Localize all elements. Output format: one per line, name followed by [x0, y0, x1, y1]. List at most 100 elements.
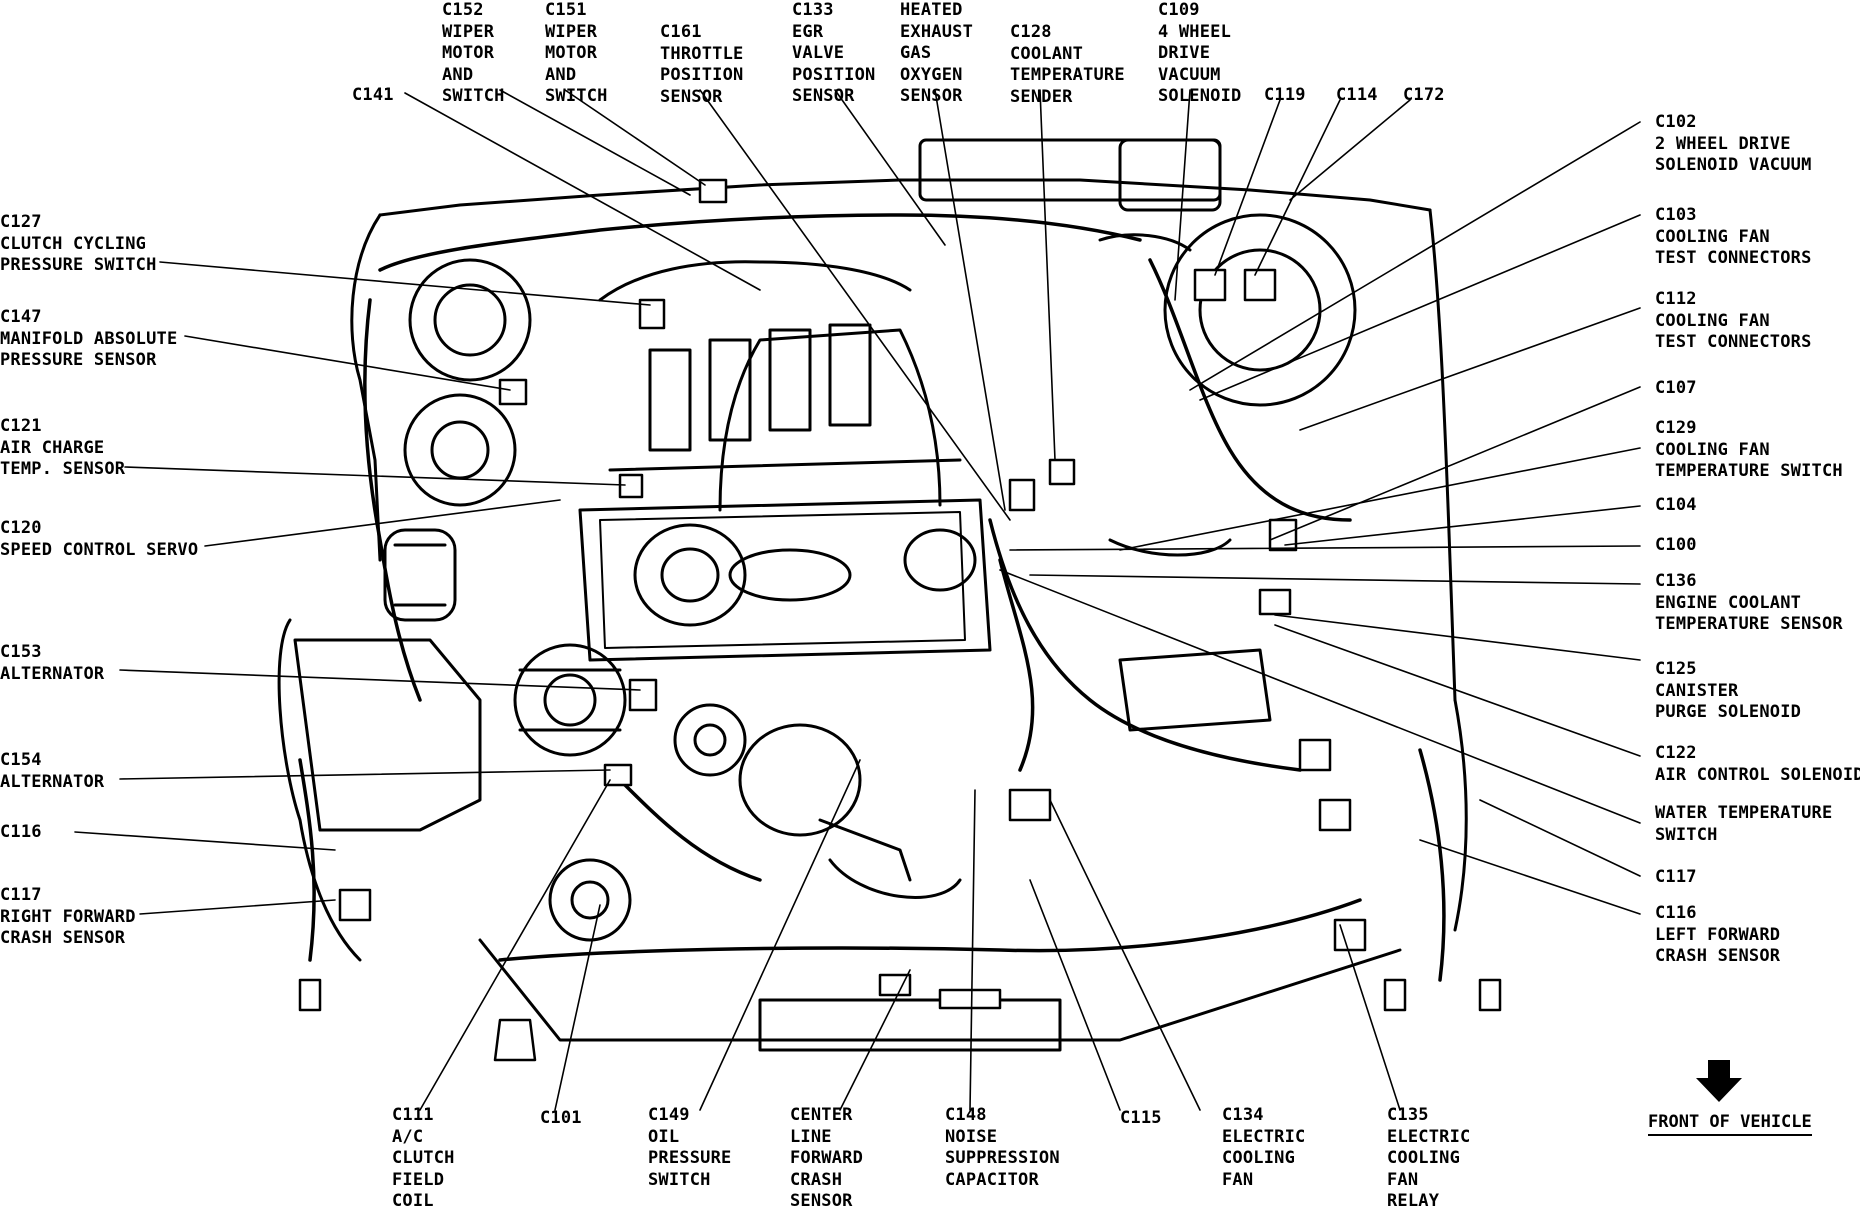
label-line: CENTER: [790, 1105, 853, 1125]
label-line: C122: [1655, 743, 1697, 763]
label-line: COOLING FAN: [1655, 439, 1770, 460]
label-line: EXHAUST: [900, 21, 974, 42]
label-line: CLUTCH CYCLING: [0, 233, 147, 254]
label-line: C103: [1655, 205, 1697, 225]
label-line: PRESSURE: [648, 1148, 732, 1169]
label-line: TEST CONNECTORS: [1655, 332, 1812, 353]
label-line: C151: [545, 0, 587, 20]
label-line: CRASH: [790, 1169, 843, 1190]
label-line: FIELD: [392, 1169, 445, 1190]
label-line: ALTERNATOR: [0, 771, 105, 792]
label-line: A/C: [392, 1126, 424, 1147]
label-line: POSITION: [792, 64, 876, 85]
label-line: SENSOR: [790, 1191, 853, 1212]
connectors: [298, 178, 1502, 1062]
label-line: WIPER: [442, 21, 495, 42]
label-line: EGR: [792, 21, 824, 42]
label-line: C112: [1655, 289, 1697, 309]
label-line: C114: [1336, 85, 1378, 105]
label-line: C127: [0, 212, 42, 232]
label-line: COOLANT: [1010, 43, 1084, 64]
label-line: LEFT FORWARD: [1655, 924, 1781, 945]
label-line: GAS: [900, 43, 932, 64]
label-line: CANISTER: [1655, 680, 1739, 701]
label-line: SWITCH: [1655, 824, 1718, 845]
label-line: ALTERNATOR: [0, 663, 105, 684]
label-line: C109: [1158, 0, 1200, 20]
label-line: SWITCH: [648, 1169, 711, 1190]
engine-bay-outline: [277, 178, 1468, 1052]
label-line: C117: [1655, 867, 1697, 887]
label-line: TEMPERATURE SWITCH: [1655, 461, 1843, 482]
label-line: FAN: [1387, 1169, 1419, 1190]
label-line: AIR CONTROL SOLENOID: [1655, 764, 1860, 785]
label-line: C120: [0, 518, 42, 538]
label-c100: C100: [1655, 535, 1697, 557]
intake-manifold: [598, 260, 962, 472]
label-line: SENSOR: [660, 86, 723, 107]
label-line: ELECTRIC: [1222, 1126, 1306, 1147]
label-line: 2 WHEEL DRIVE: [1655, 133, 1791, 154]
label-line: C115: [1120, 1108, 1162, 1128]
label-line: C153: [0, 642, 42, 662]
label-line: 4 WHEEL: [1158, 21, 1232, 42]
label-line: PRESSURE SENSOR: [0, 350, 157, 371]
label-line: C101: [540, 1108, 582, 1128]
engine-block: [578, 328, 992, 662]
label-line: DRIVE: [1158, 43, 1211, 64]
air-cleaner: [383, 258, 532, 622]
label-c119: C119: [1264, 85, 1306, 107]
label-line: SUPPRESSION: [945, 1148, 1060, 1169]
label-line: C134: [1222, 1105, 1264, 1125]
label-c101: C101: [540, 1108, 582, 1130]
label-line: C128: [1010, 22, 1052, 42]
label-line: LINE: [790, 1126, 832, 1147]
label-line: FAN: [1222, 1169, 1254, 1190]
label-line: C152: [442, 0, 484, 20]
label-line: VACUUM: [1158, 64, 1221, 85]
label-line: AND: [545, 64, 577, 85]
label-line: COOLING FAN: [1655, 226, 1770, 247]
label-line: TEMP. SENSOR: [0, 459, 126, 480]
label-line: SWITCH: [545, 86, 608, 107]
label-line: FORWARD: [790, 1148, 864, 1169]
label-line: WATER TEMPERATURE: [1655, 803, 1833, 823]
label-line: C104: [1655, 495, 1697, 515]
label-line: SOLENOID: [1158, 86, 1242, 107]
front-of-vehicle-label: FRONT OF VEHICLE: [1648, 1112, 1812, 1136]
label-line: TEMPERATURE SENSOR: [1655, 614, 1843, 635]
label-c115: C115: [1120, 1108, 1162, 1130]
label-line: C129: [1655, 418, 1697, 438]
label-line: COIL: [392, 1191, 434, 1212]
label-c107: C107: [1655, 378, 1697, 400]
radiator-area: [918, 138, 1357, 732]
label-line: COOLING: [1387, 1148, 1461, 1169]
label-line: TEST CONNECTORS: [1655, 248, 1812, 269]
label-line: WIPER: [545, 21, 598, 42]
label-line: HEATED: [900, 0, 963, 20]
label-line: SENSOR: [900, 86, 963, 107]
label-line: C149: [648, 1105, 690, 1125]
alternator: [513, 643, 962, 942]
